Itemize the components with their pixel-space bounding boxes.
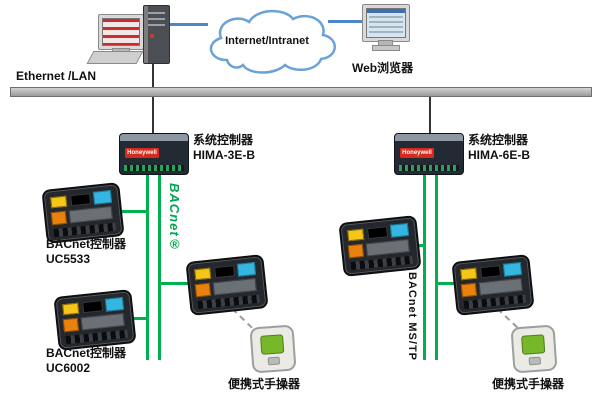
right-controller-title: 系统控制器 [468, 133, 529, 147]
bacnet-mstp-label: BACnet MS/TP [406, 272, 418, 361]
web-browser-screen [366, 8, 406, 38]
uc6002-title: BACnet控制器 [46, 346, 126, 360]
right-handheld-device [510, 324, 558, 374]
web-browser-label: Web浏览器 [352, 61, 414, 75]
link-pc-cloud [166, 23, 208, 26]
web-monitor-base [372, 45, 400, 51]
handheld-screen [260, 334, 285, 355]
module-chip-orange [194, 282, 212, 298]
pc-tower-icon [143, 5, 170, 64]
module-chip-yellow [460, 267, 478, 281]
branch-right-module-2 [438, 282, 457, 285]
web-browser-monitor-icon [362, 4, 410, 42]
module-chip-orange [50, 210, 68, 226]
module-chip-dark [70, 193, 92, 207]
cloud-shape [209, 9, 336, 74]
module-panel [365, 238, 410, 257]
module-chip-yellow [62, 302, 80, 316]
handheld-button [267, 356, 281, 366]
module-terminals [65, 329, 129, 345]
link-lan-right-controller [429, 95, 431, 134]
internet-label: Internet/Intranet [225, 35, 309, 47]
pc-monitor-icon [98, 14, 144, 50]
ethernet-lan-label: Ethernet /LAN [16, 69, 97, 83]
module-chip-orange [62, 317, 80, 333]
uc5533-model: UC5533 [46, 252, 91, 266]
handheld-screen [521, 334, 546, 355]
module-chip-dark [480, 265, 502, 279]
module-chip-cyan [92, 189, 113, 205]
right-bacnet-bus-line-1 [423, 173, 426, 360]
browser-content-lines [369, 16, 403, 35]
browser-titlebar [367, 9, 405, 13]
left-bacnet-bus-line-2 [158, 173, 161, 360]
module-chip-dark [367, 226, 389, 240]
branch-left-mid-module [161, 282, 191, 285]
internet-cloud: Internet/Intranet [197, 5, 337, 80]
right-controller-model: HIMA-6E-B [468, 148, 530, 162]
link-lan-left-controller [152, 95, 154, 134]
module-left-mid [185, 254, 269, 316]
module-panel [212, 277, 257, 296]
left-handheld-device [249, 324, 297, 374]
module-chip-yellow [347, 228, 365, 242]
controller-terminals [399, 165, 459, 171]
left-handheld-label: 便携式手操器 [228, 377, 301, 391]
controller-terminals [124, 165, 184, 171]
tower-power-led [150, 34, 154, 38]
right-handheld-label: 便携式手操器 [492, 377, 565, 391]
module-chip-orange [347, 243, 365, 259]
link-cloud-browser [328, 20, 366, 23]
left-system-controller-device: Honeywell [119, 133, 189, 175]
module-terminals [53, 222, 117, 238]
link-pc-lan [152, 62, 154, 88]
module-uc6002 [53, 289, 137, 351]
module-terminals [197, 294, 261, 310]
keyboard-icon [86, 51, 144, 64]
left-bacnet-bus-line-1 [146, 173, 149, 360]
pc-screen [102, 18, 140, 46]
module-panel [478, 277, 523, 296]
tower-drive-slots [148, 12, 165, 26]
branch-uc6002 [127, 317, 146, 320]
module-chip-yellow [194, 267, 212, 281]
bacnet-logo: BACnet® [167, 183, 182, 253]
uc5533-title: BACnet控制器 [46, 237, 126, 251]
module-panel [68, 205, 113, 224]
branch-uc5533 [117, 210, 146, 213]
module-chip-dark [82, 300, 104, 314]
module-right-2 [451, 254, 535, 316]
module-chip-cyan [502, 261, 523, 277]
honeywell-badge: Honeywell [125, 148, 159, 158]
module-chip-orange [460, 282, 478, 298]
honeywell-badge: Honeywell [400, 148, 434, 158]
module-chip-dark [214, 265, 236, 279]
module-chip-cyan [389, 222, 410, 238]
handheld-button [528, 356, 542, 366]
module-panel [80, 312, 125, 331]
lan-bus-bar [10, 87, 592, 97]
right-system-controller-device: Honeywell [394, 133, 464, 175]
left-controller-title: 系统控制器 [193, 133, 254, 147]
left-controller-model: HIMA-3E-B [193, 148, 255, 162]
module-right-1 [338, 215, 422, 277]
module-terminals [463, 294, 527, 310]
right-bacnet-bus-line-2 [435, 173, 438, 360]
module-chip-cyan [236, 261, 257, 277]
module-chip-yellow [50, 195, 68, 209]
module-terminals [350, 255, 414, 271]
module-uc5533 [41, 182, 125, 244]
module-chip-cyan [104, 296, 125, 312]
uc6002-model: UC6002 [46, 361, 91, 375]
